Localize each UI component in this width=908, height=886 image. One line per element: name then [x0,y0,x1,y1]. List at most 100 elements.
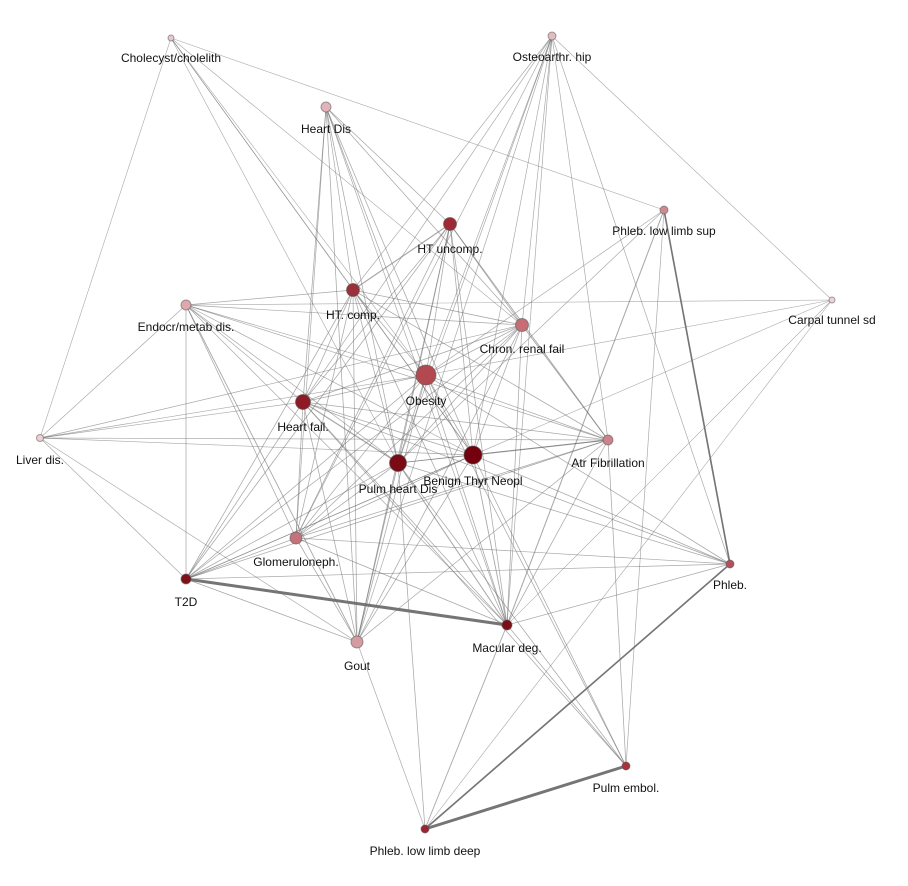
edge-endocr-liver [39,304,187,439]
node-htcomp[interactable] [346,283,360,297]
edge-heartfail-atrfib [302,401,609,441]
edge-macular-phlebdeep [424,624,508,830]
edge-renal-liver [39,324,523,439]
edge-gout-phlebdeep [356,641,426,830]
edge-cholecyst-liver [39,37,172,439]
edge-cholecyst-pulmheart [170,37,399,464]
edge-phlebdeep-phleb [424,563,731,830]
edge-atrfib-pulmembol [607,439,627,767]
edge-htcomp-atrfib [352,289,609,441]
node-phleb[interactable] [725,559,735,569]
edge-pulmheart-glomer [295,462,399,539]
edge-t2d-phleb [185,563,731,580]
node-label-osteo: Osteoarthr. hip [513,50,592,64]
node-t2d[interactable] [180,573,192,585]
edge-osteo-htcomp [352,35,553,291]
node-label-htcomp: HT. comp. [326,308,380,322]
edge-heartdis-macular [325,106,508,626]
edge-htcomp-macular [352,289,508,626]
edge-osteo-renal [521,35,553,326]
edge-macular-pulmembol [506,624,627,767]
edge-obesity-liver [39,374,427,439]
edge-phlebsup-obesity [425,209,665,376]
edge-atrfib-gout [356,439,609,643]
node-carpal[interactable] [828,296,836,304]
node-heartdis[interactable] [320,101,332,113]
node-label-phlebsup: Phleb. low limb sup [612,224,716,238]
edge-cholecyst-phlebsup [170,37,665,211]
edge-liver-gout [39,437,358,643]
node-label-cholecyst: Cholecyst/cholelith [121,51,221,65]
edge-htuncomp-macular [449,223,508,626]
edge-osteo-carpal [551,35,833,301]
edge-renal-benign [472,324,523,456]
edge-benign-phleb [472,454,731,565]
edge-obesity-phleb [425,374,731,565]
edge-osteo-phleb [551,35,731,565]
node-htuncomp[interactable] [443,217,457,231]
edge-benign-pulmembol [472,454,627,767]
edge-benign-liver [39,437,474,456]
edge-heartdis-obesity [325,106,427,376]
edge-atrfib-t2d [185,439,609,580]
edge-renal-glomer [295,324,523,539]
node-gout[interactable] [350,635,364,649]
node-pulmheart[interactable] [389,454,407,472]
edge-obesity-gout [356,374,427,643]
edge-obesity-atrfib [425,374,609,441]
edge-osteo-benign [472,35,553,456]
edge-heartdis-glomer [295,106,327,539]
edge-heartfail-pulmembol [302,401,627,767]
edge-htcomp-t2d [185,289,354,580]
edge-htuncomp-atrfib [449,223,609,441]
node-phlebsup[interactable] [659,205,669,215]
edge-benign-glomer [295,454,474,539]
edge-phlebdeep-pulmembol [424,764,627,831]
node-atrfib[interactable] [602,434,614,446]
node-endocr[interactable] [180,299,192,311]
edge-heartdis-gout [325,106,358,643]
node-label-renal: Chron. renal fail [480,342,565,356]
node-label-gout: Gout [344,659,371,673]
edge-htuncomp-renal [449,223,523,326]
edge-htcomp-heartfail [302,289,354,403]
edge-t2d-gout [185,578,358,643]
edge-carpal-endocr [185,299,833,306]
node-phlebdeep[interactable] [420,824,430,834]
edge-heartdis-htuncomp [325,106,451,225]
edge-htuncomp-obesity [425,223,451,376]
node-osteo[interactable] [547,31,557,41]
node-glomer[interactable] [289,531,303,545]
edge-cholecyst-renal [170,37,523,326]
edge-pulmheart-phlebdeep [397,462,426,830]
node-obesity[interactable] [415,364,437,386]
edge-heartfail-phleb [302,401,731,565]
edge-glomer-macular [295,537,508,626]
edge-heartdis-pulmheart [325,106,399,464]
edge-cholecyst-obesity [170,37,427,376]
edge-heartdis-htcomp [325,106,354,291]
node-pulmembol[interactable] [621,761,631,771]
edge-renal-gout [356,324,523,643]
edge-liver-t2d [39,437,187,580]
node-liver[interactable] [36,434,44,442]
node-benign[interactable] [463,445,483,465]
edge-osteo-heartfail [302,35,553,403]
edge-obesity-pulmheart [397,374,427,464]
edge-phlebsup-macular [506,209,665,626]
edge-obesity-heartfail [302,374,427,403]
edge-glomer-phleb [295,537,731,565]
edge-t2d-macular [185,577,508,627]
edge-heartfail-benign [302,401,474,456]
edge-osteo-pulmheart [397,35,553,464]
edge-pulmheart-atrfib [397,439,609,464]
edge-htuncomp-t2d [185,223,451,580]
node-renal[interactable] [515,318,529,332]
node-heartfail[interactable] [295,394,311,410]
edge-obesity-t2d [185,374,427,580]
edge-layer [39,35,833,831]
edge-pulmheart-pulmembol [397,462,627,767]
node-macular[interactable] [501,619,513,631]
node-cholecyst[interactable] [167,34,175,42]
